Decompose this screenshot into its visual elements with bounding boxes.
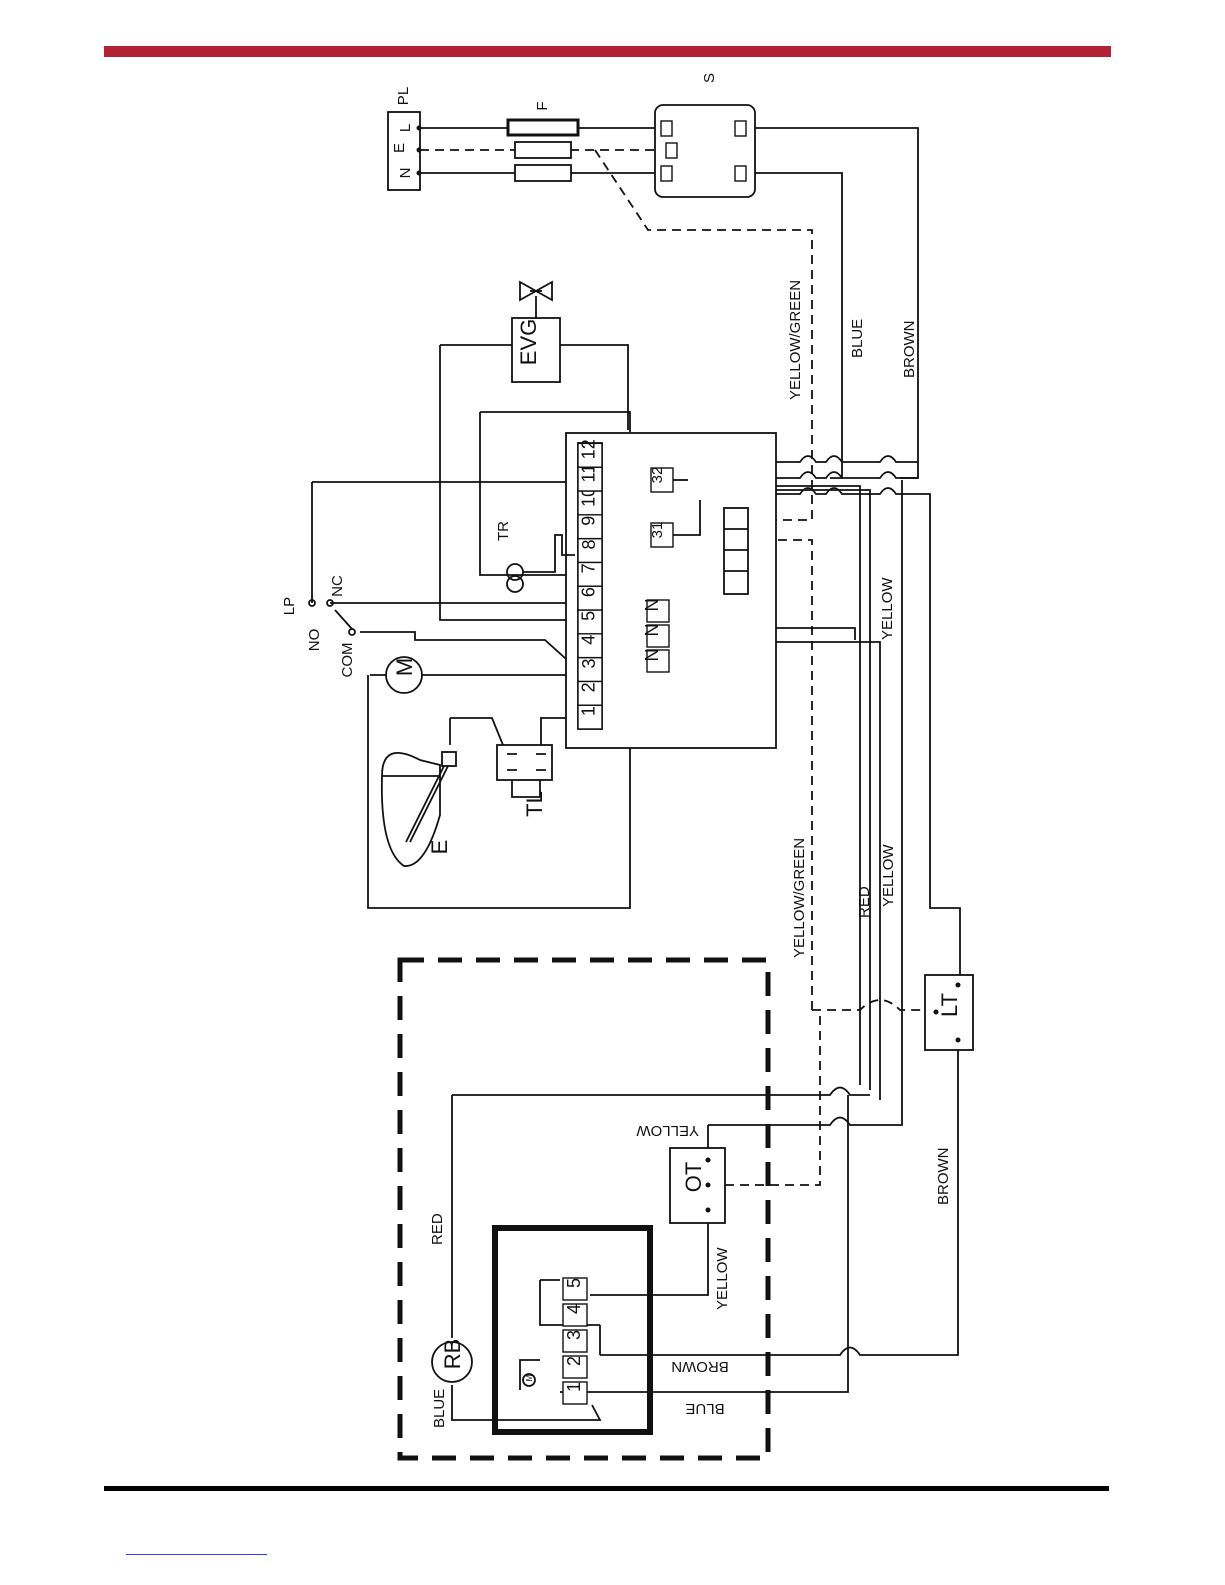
wire-red-left: RED <box>429 1213 446 1245</box>
wire-yellow-ot-bottom: YELLOW <box>714 1247 731 1310</box>
pl-l-label: L <box>397 124 414 132</box>
tr-label: TR <box>495 521 512 541</box>
terminal-number: 2 <box>579 682 599 692</box>
wire-brown-rb: BROWN <box>671 1358 729 1375</box>
wire-blue-top: BLUE <box>849 319 866 358</box>
overheat-thermostat-ot: OT <box>670 1148 725 1223</box>
com-label: COM <box>339 643 356 678</box>
rb-label: RB <box>440 1339 465 1370</box>
e-label: E <box>427 840 452 855</box>
switch-label: S <box>701 73 718 83</box>
footer-link-underline <box>126 1554 267 1555</box>
motor-label: M <box>392 658 417 676</box>
wire-red-mid: RED <box>856 886 873 918</box>
evg-label: EVG <box>516 319 541 365</box>
thermostat-tl: TL <box>497 745 552 817</box>
rb-terminal-number: 2 <box>564 1356 584 1366</box>
fuse-label: F <box>534 101 551 110</box>
small-motor-label: M <box>525 1374 534 1381</box>
t31-label: 31 <box>649 522 666 539</box>
power-plug-pl: PL L E N <box>388 87 422 190</box>
element-e: E <box>382 752 456 866</box>
valve-evg: EVG <box>512 282 560 382</box>
fuse-f: F <box>508 101 578 181</box>
rb-terminal-number: 3 <box>564 1330 584 1340</box>
terminal-number: 9 <box>579 516 599 526</box>
n2-label: N <box>642 624 662 637</box>
wire-yellow-mid2: YELLOW <box>880 844 897 907</box>
ot-label: OT <box>681 1162 706 1193</box>
terminal-number: 4 <box>579 635 599 645</box>
tl-label: TL <box>522 791 547 817</box>
motor-m: M <box>386 657 422 693</box>
t32-label: 32 <box>649 467 666 484</box>
rb-terminal-number: 1 <box>564 1382 584 1392</box>
wire-yellow-mid: YELLOW <box>879 577 896 640</box>
pressure-switch-lp: LP NO NC COM <box>281 575 356 677</box>
rb-terminal-number: 4 <box>564 1304 584 1314</box>
n3-label: N <box>642 649 662 662</box>
rb-component: RB <box>432 1339 472 1382</box>
rb-terminal-number: 5 <box>564 1278 584 1288</box>
transformer-tr: TR <box>495 521 575 592</box>
nc-label: NC <box>329 575 346 597</box>
switch-s: S <box>655 73 755 197</box>
wire-yg-mid: YELLOW/GREEN <box>791 838 808 958</box>
terminal-number: 12 <box>579 439 599 459</box>
n1-label: N <box>642 599 662 612</box>
wire-yg-top: YELLOW/GREEN <box>787 280 804 400</box>
wire-brown-lt: BROWN <box>935 1148 952 1206</box>
wire-blue-left: BLUE <box>431 1389 448 1428</box>
no-label: NO <box>306 629 323 652</box>
terminal-number: 8 <box>579 539 599 549</box>
terminal-number: 5 <box>579 611 599 621</box>
neutral-terminals: N N N <box>642 599 669 673</box>
ground-strip <box>724 508 748 594</box>
terminal-number: 1 <box>579 706 599 716</box>
terminal-number: 6 <box>579 587 599 597</box>
terminal-number: 7 <box>579 563 599 573</box>
footer-rule <box>104 1486 1109 1491</box>
pl-label: PL <box>395 87 412 105</box>
pl-e-label: E <box>391 143 408 153</box>
wire-blue-rb: BLUE <box>685 1400 724 1417</box>
terminal-number: 3 <box>579 658 599 668</box>
rb-terminals: 1 2 3 4 5 <box>563 1278 587 1404</box>
lt-label: LT <box>937 993 962 1017</box>
level-thermostat-lt: LT <box>925 975 973 1050</box>
lp-label: LP <box>281 597 298 615</box>
pl-n-label: N <box>397 168 414 179</box>
wire-yellow-ot-top: YELLOW <box>636 1122 699 1139</box>
wire-brown-top: BROWN <box>901 321 918 379</box>
